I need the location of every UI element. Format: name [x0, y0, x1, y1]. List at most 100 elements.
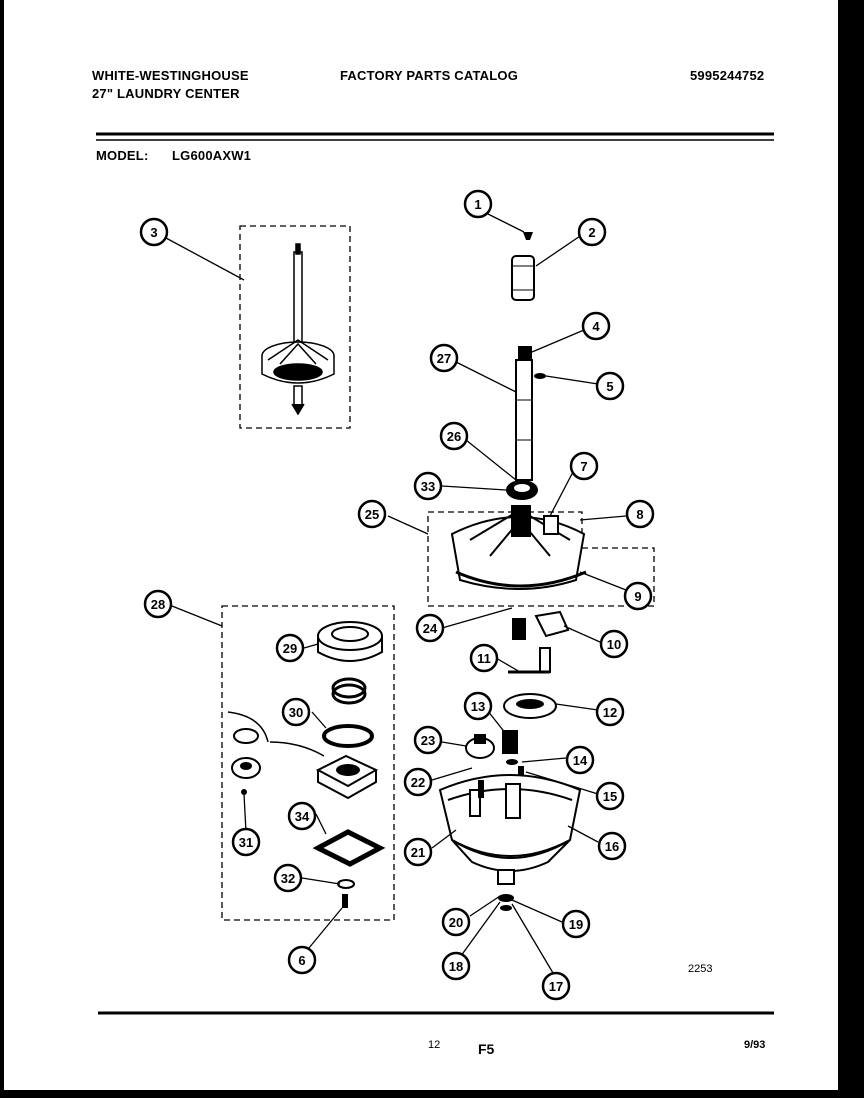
- callout-circle-18: [441, 951, 471, 981]
- part-15-pin: [518, 766, 524, 782]
- callout-label-6: 6: [298, 953, 305, 968]
- part-4-shaft-top: [518, 346, 532, 362]
- callout-circle-2: [577, 217, 607, 247]
- part-19-bearing: [497, 869, 515, 885]
- callout-circle-19: [561, 909, 591, 939]
- part-24-pinion: [512, 618, 526, 640]
- callout-circle-30: [281, 697, 311, 727]
- callout-label-21: 21: [411, 845, 425, 860]
- callout-circle-21: [403, 837, 433, 867]
- callout-circle-7: [569, 451, 599, 481]
- callout-label-27: 27: [437, 351, 451, 366]
- callout-label-15: 15: [603, 789, 617, 804]
- callout-label-1: 1: [474, 197, 481, 212]
- part-20-seal-ring: [498, 894, 514, 902]
- part-33-seal: [506, 480, 538, 500]
- callout-circle-16: [597, 831, 627, 861]
- callout-label-13: 13: [471, 699, 485, 714]
- callout-label-7: 7: [580, 459, 587, 474]
- section-code: F5: [478, 1041, 495, 1057]
- part-1-screw: [523, 232, 533, 240]
- part-25-gear-case-cover: [450, 505, 586, 590]
- callout-label-31: 31: [239, 835, 253, 850]
- callout-markers: 1234567891011121314151617181920212223242…: [139, 189, 655, 1001]
- part-14-washer: [506, 759, 518, 765]
- part-29-brake-drum: [317, 621, 383, 662]
- callout-label-34: 34: [295, 809, 310, 824]
- callout-label-32: 32: [281, 871, 295, 886]
- part-6-screw: [342, 894, 348, 908]
- part-12-main-gear: [503, 693, 557, 719]
- callout-circle-10: [599, 629, 629, 659]
- callout-circle-3: [139, 217, 169, 247]
- callout-circle-6: [287, 945, 317, 975]
- inset-detail: [227, 711, 325, 795]
- callout-circle-5: [595, 371, 625, 401]
- part-hub-mount: [315, 754, 379, 800]
- callout-label-2: 2: [588, 225, 595, 240]
- callout-circle-34: [287, 801, 317, 831]
- model-value: LG600AXW1: [172, 148, 252, 163]
- brand-name: WHITE-WESTINGHOUSE: [92, 68, 249, 83]
- callout-circle-23: [413, 725, 443, 755]
- part-30-ring: [322, 724, 374, 748]
- callout-label-17: 17: [549, 979, 563, 994]
- catalog-title: FACTORY PARTS CATALOG: [340, 68, 519, 83]
- callout-circle-29: [275, 633, 305, 663]
- part-34-frame: [312, 829, 386, 867]
- callout-label-3: 3: [150, 225, 157, 240]
- callout-label-12: 12: [603, 705, 617, 720]
- callout-label-8: 8: [636, 507, 643, 522]
- callout-label-28: 28: [151, 597, 165, 612]
- callout-label-19: 19: [569, 917, 583, 932]
- part-10-bracket: [534, 610, 570, 638]
- callout-circle-26: [439, 421, 469, 451]
- callout-circle-24: [415, 613, 445, 643]
- part-32-washer: [337, 879, 355, 889]
- kit-28-box: [221, 605, 395, 921]
- callout-circle-12: [595, 697, 625, 727]
- part-11-shift-fork: [508, 647, 551, 674]
- callout-circle-17: [541, 971, 571, 1001]
- revision-date: 9/93: [744, 1039, 765, 1051]
- callout-label-14: 14: [573, 753, 588, 768]
- part-5-clip: [534, 373, 546, 379]
- callout-label-24: 24: [423, 621, 438, 636]
- part-27-agitator-shaft: [515, 359, 533, 481]
- callout-label-4: 4: [592, 319, 600, 334]
- callout-circle-20: [441, 907, 471, 937]
- callout-label-22: 22: [411, 775, 425, 790]
- drawing-number: 2253: [688, 963, 712, 975]
- callout-circle-11: [469, 643, 499, 673]
- part-22-gear-stud: [478, 780, 484, 798]
- callout-circle-22: [403, 767, 433, 797]
- part-23-idler-gear: [465, 734, 495, 759]
- callout-label-11: 11: [477, 651, 491, 666]
- callout-label-20: 20: [449, 915, 463, 930]
- callout-circle-15: [595, 781, 625, 811]
- callout-circle-1: [463, 189, 493, 219]
- callout-circle-8: [625, 499, 655, 529]
- callout-label-23: 23: [421, 733, 435, 748]
- callout-circle-31: [231, 827, 261, 857]
- callout-label-30: 30: [289, 705, 303, 720]
- callout-circle-28: [143, 589, 173, 619]
- product-name: 27" LAUNDRY CENTER: [92, 86, 240, 101]
- part-17-washer: [500, 905, 512, 911]
- callout-label-10: 10: [607, 637, 621, 652]
- callout-circle-13: [463, 691, 493, 721]
- callout-circle-4: [581, 311, 611, 341]
- callout-circle-27: [429, 343, 459, 373]
- part-13-pinion-gear: [502, 730, 518, 754]
- page-number: 12: [428, 1039, 440, 1051]
- part-2-coupling: [511, 255, 535, 301]
- callout-circle-25: [357, 499, 387, 529]
- part-3-drive-assembly: [261, 243, 335, 416]
- model-label: MODEL:: [96, 148, 149, 163]
- callout-label-29: 29: [283, 641, 297, 656]
- callout-label-9: 9: [634, 589, 641, 604]
- catalog-number: 5995244752: [690, 68, 765, 83]
- assembly-3-box: [239, 225, 351, 429]
- callout-label-33: 33: [421, 479, 435, 494]
